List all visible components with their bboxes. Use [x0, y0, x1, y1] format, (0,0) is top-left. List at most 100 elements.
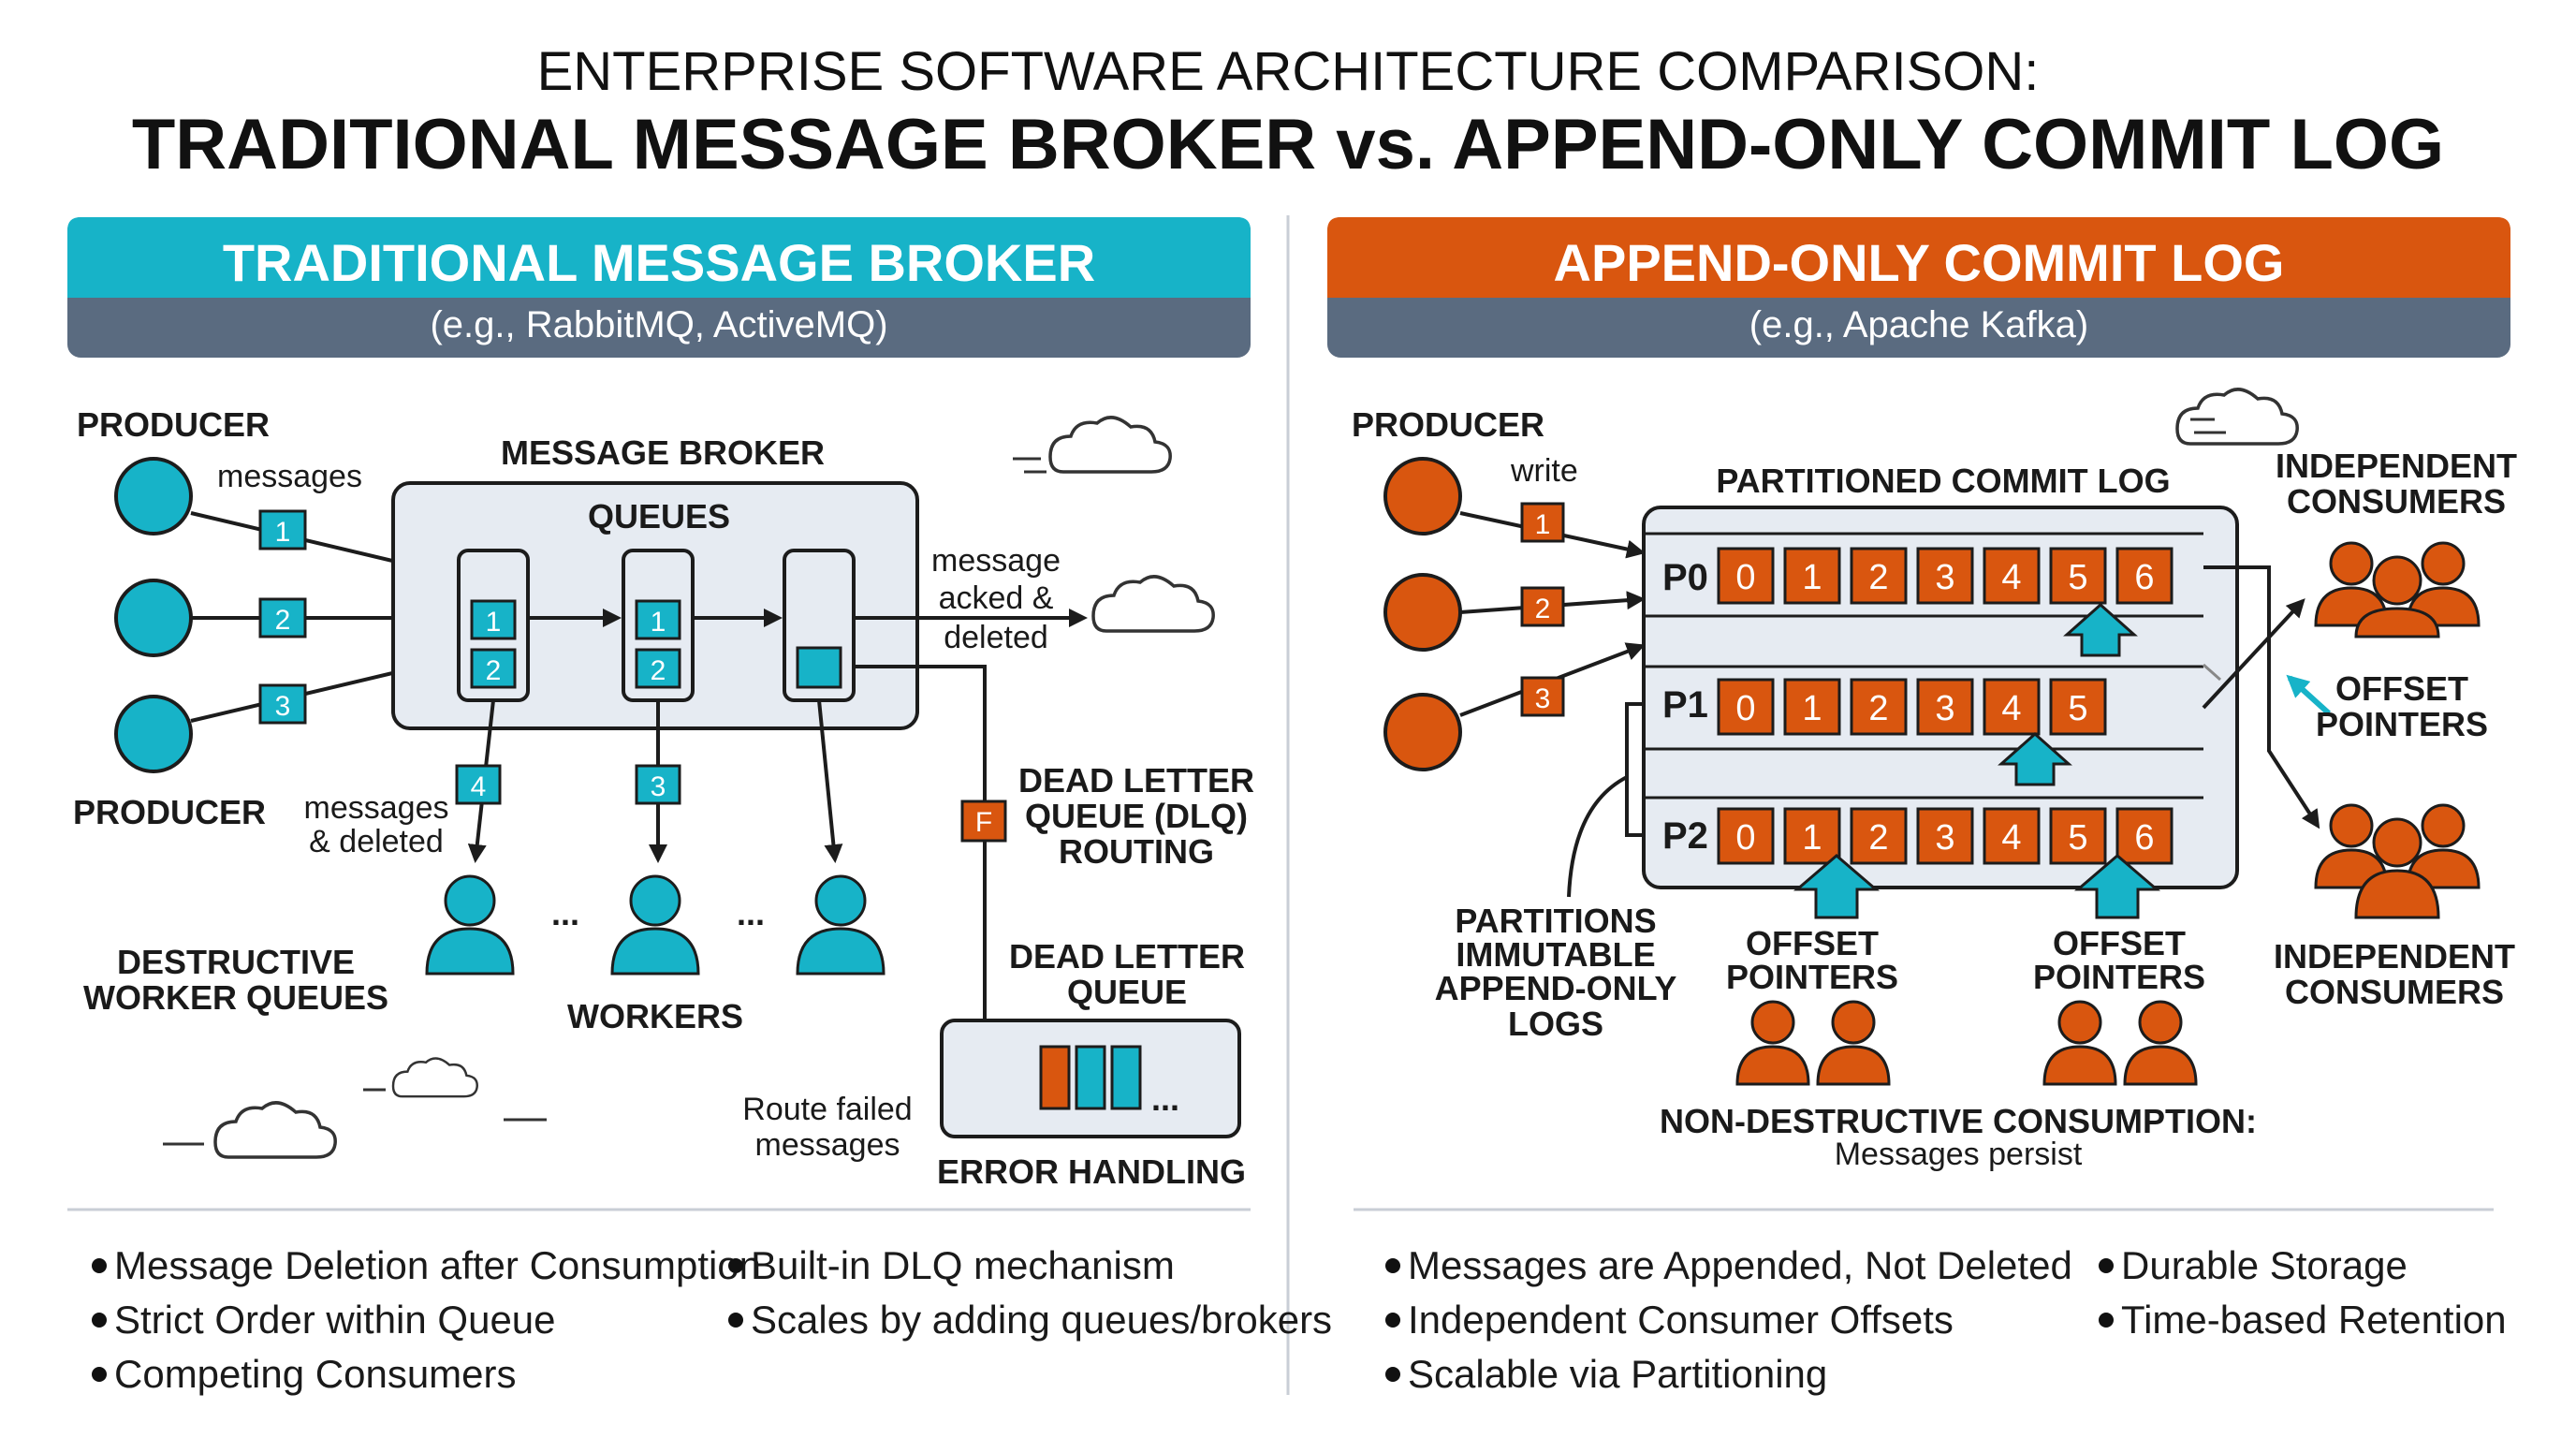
log-cell-offset: 3 — [1935, 558, 1954, 597]
bullet-item: Durable Storage — [2121, 1243, 2408, 1287]
log-cell — [1983, 547, 2041, 605]
log-cell — [1717, 678, 1775, 736]
bullet-item: Messages are Appended, Not Deleted — [1408, 1243, 2072, 1287]
log-cell-offset: 2 — [1868, 558, 1888, 597]
right-header: APPEND-ONLY COMMIT LOG (e.g., Apache Kaf… — [1327, 217, 2510, 358]
log-cell — [1916, 678, 1974, 736]
dlq-label: QUEUE — [1067, 973, 1187, 1011]
message-tag: 4 — [455, 764, 502, 805]
log-cell — [1850, 547, 1908, 605]
acked-label: deleted — [944, 620, 1048, 655]
log-cell-offset: 4 — [2001, 558, 2021, 597]
cloud-icon — [1048, 416, 1172, 474]
dlq-message — [1075, 1045, 1106, 1110]
log-cell — [2115, 547, 2174, 605]
svg-text:1: 1 — [486, 607, 502, 638]
bullet-item: Competing Consumers — [114, 1352, 517, 1396]
partitions-note: IMMUTABLE — [1456, 935, 1655, 974]
partitions-bracket — [1625, 702, 1644, 837]
svg-text:1: 1 — [275, 517, 291, 548]
bullet-item: Strict Order within Queue — [114, 1298, 556, 1342]
right-header-title: APPEND-ONLY COMMIT LOG — [1554, 233, 2285, 292]
messages-persist-label: Messages persist — [1835, 1137, 2083, 1172]
svg-text:F: F — [975, 807, 992, 838]
log-cell-offset: 6 — [2134, 558, 2154, 597]
broker-label: MESSAGE BROKER — [501, 433, 825, 472]
producer-node — [1383, 693, 1462, 771]
producer-node — [114, 579, 193, 657]
svg-text:3: 3 — [275, 691, 291, 722]
svg-text:3: 3 — [1535, 683, 1551, 714]
dlq-message — [1039, 1045, 1071, 1110]
offset-pointers-label: POINTERS — [2316, 705, 2488, 743]
queue: 1 2 — [622, 549, 695, 702]
partitions-note: PARTITIONS — [1455, 902, 1656, 940]
bullet-item: Independent Consumer Offsets — [1408, 1298, 1954, 1342]
consumers-label: CONSUMERS — [2287, 482, 2506, 521]
error-handling-label: ERROR HANDLING — [937, 1152, 1246, 1191]
offset-pointers-label: OFFSET — [2335, 669, 2468, 708]
worker-icon — [425, 874, 515, 976]
svg-text:3: 3 — [651, 771, 666, 802]
message-tag: 2 — [1520, 586, 1565, 627]
offset-pointer-icon — [1998, 731, 2072, 786]
title-line-2: TRADITIONAL MESSAGE BROKER vs. APPEND-ON… — [132, 105, 2444, 184]
dlq-routing-label: QUEUE (DLQ) — [1025, 797, 1248, 835]
svg-text:1: 1 — [651, 607, 666, 638]
log-cell-offset: 0 — [1735, 558, 1755, 597]
cloud-icon — [213, 1101, 337, 1159]
log-cell — [1717, 547, 1775, 605]
ellipsis: ... — [737, 894, 765, 932]
log-cell — [2049, 678, 2107, 736]
svg-text:2: 2 — [486, 655, 502, 686]
dlq-message — [1110, 1045, 1142, 1110]
log-cell — [2115, 807, 2174, 865]
cloud-icon — [1091, 575, 1215, 633]
messages-deleted-label: & deleted — [309, 824, 444, 859]
producer-node — [114, 695, 193, 773]
queues-label: QUEUES — [588, 497, 730, 536]
log-cell-offset: 1 — [1802, 689, 1822, 728]
log-cell — [2049, 807, 2107, 865]
dlq-routing-label: DEAD LETTER — [1018, 761, 1254, 800]
consumer-pair-icon — [2042, 1000, 2198, 1086]
log-cell-offset: 2 — [1868, 818, 1888, 858]
consumer-pair-icon — [1735, 1000, 1891, 1086]
log-cell-offset: 2 — [1868, 689, 1888, 728]
log-cell-offset: 5 — [2068, 558, 2087, 597]
log-cell-offset: 1 — [1802, 818, 1822, 858]
left-header-title: TRADITIONAL MESSAGE BROKER — [223, 233, 1095, 292]
log-cell — [1850, 807, 1908, 865]
message-tag: 2 — [258, 597, 307, 638]
right-bullets: Messages are Appended, Not Deleted Indep… — [1385, 1243, 2507, 1396]
svg-text:2: 2 — [1535, 594, 1551, 624]
offset-pointer-icon — [2286, 674, 2332, 716]
dlq-label: DEAD LETTER — [1009, 937, 1245, 976]
partitions-connector — [1567, 775, 1628, 898]
worker-icon — [796, 874, 886, 976]
offset-pointers-label: OFFSET — [1746, 924, 1879, 962]
destructive-label: DESTRUCTIVE — [117, 943, 355, 981]
svg-text:2: 2 — [275, 605, 291, 636]
log-cell-offset: 6 — [2134, 818, 2154, 858]
partitions-note: APPEND-ONLY — [1435, 969, 1677, 1007]
offset-pointers-label: POINTERS — [2033, 958, 2205, 996]
destructive-label: WORKER QUEUES — [83, 978, 388, 1017]
log-cell — [1916, 807, 1974, 865]
partition-label: P0 — [1662, 557, 1708, 598]
offset-pointer-icon — [1793, 854, 1881, 919]
producer-node — [1383, 457, 1462, 536]
queue: 1 2 — [457, 549, 530, 702]
offset-pointers-label: POINTERS — [1726, 958, 1898, 996]
log-cell-offset: 4 — [2001, 689, 2021, 728]
offset-pointer-icon — [2073, 854, 2161, 919]
svg-text:1: 1 — [1535, 509, 1551, 540]
log-cell-offset: 0 — [1735, 818, 1755, 858]
log-cell — [1850, 678, 1908, 736]
log-cell — [1916, 547, 1974, 605]
offset-pointer-icon — [2063, 602, 2138, 657]
messages-label: messages — [217, 459, 362, 494]
log-cell — [1983, 678, 2041, 736]
